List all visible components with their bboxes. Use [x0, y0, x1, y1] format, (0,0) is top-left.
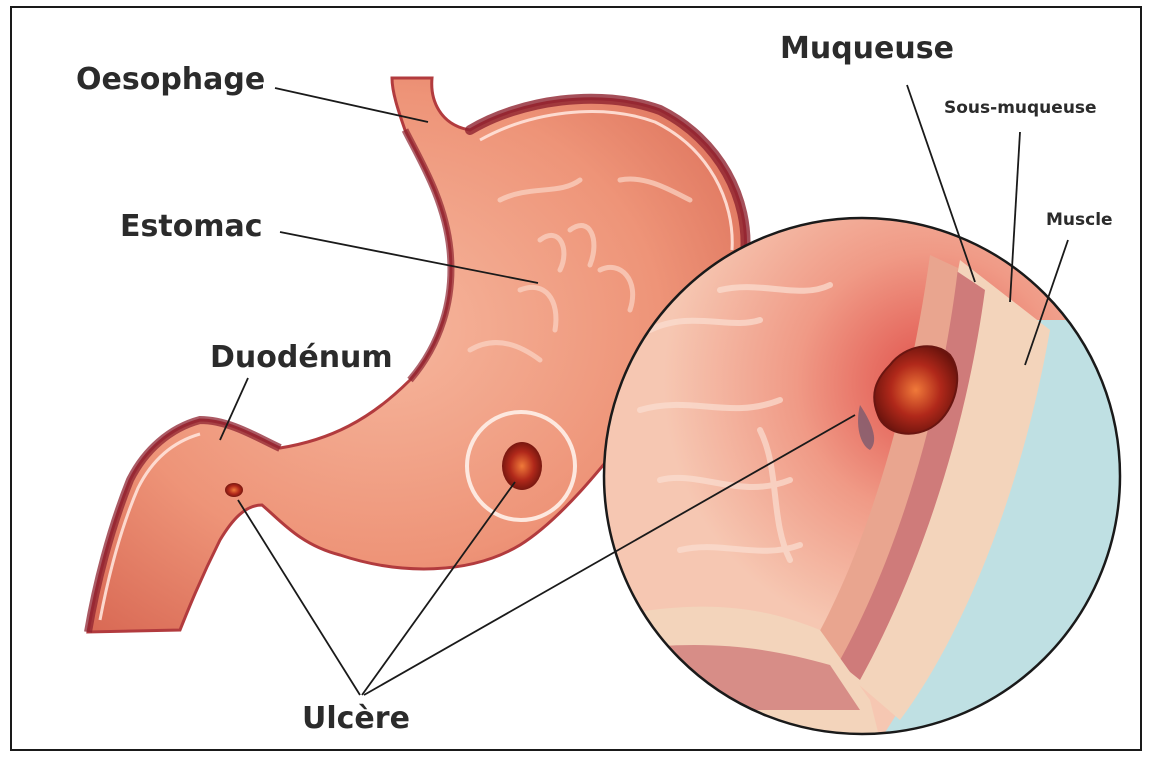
label-sous-muqueuse: Sous-muqueuse — [944, 100, 1097, 117]
label-muscle: Muscle — [1046, 212, 1113, 229]
label-ulcere: Ulcère — [302, 704, 410, 734]
label-duodenum: Duodénum — [210, 343, 393, 373]
label-muqueuse: Muqueuse — [780, 34, 954, 64]
label-estomac: Estomac — [120, 212, 263, 242]
label-oesophage: Oesophage — [76, 65, 265, 95]
stomach-ulcer — [502, 442, 542, 490]
zoom-magnifier — [600, 215, 1130, 740]
duodenal-ulcer — [225, 483, 243, 497]
